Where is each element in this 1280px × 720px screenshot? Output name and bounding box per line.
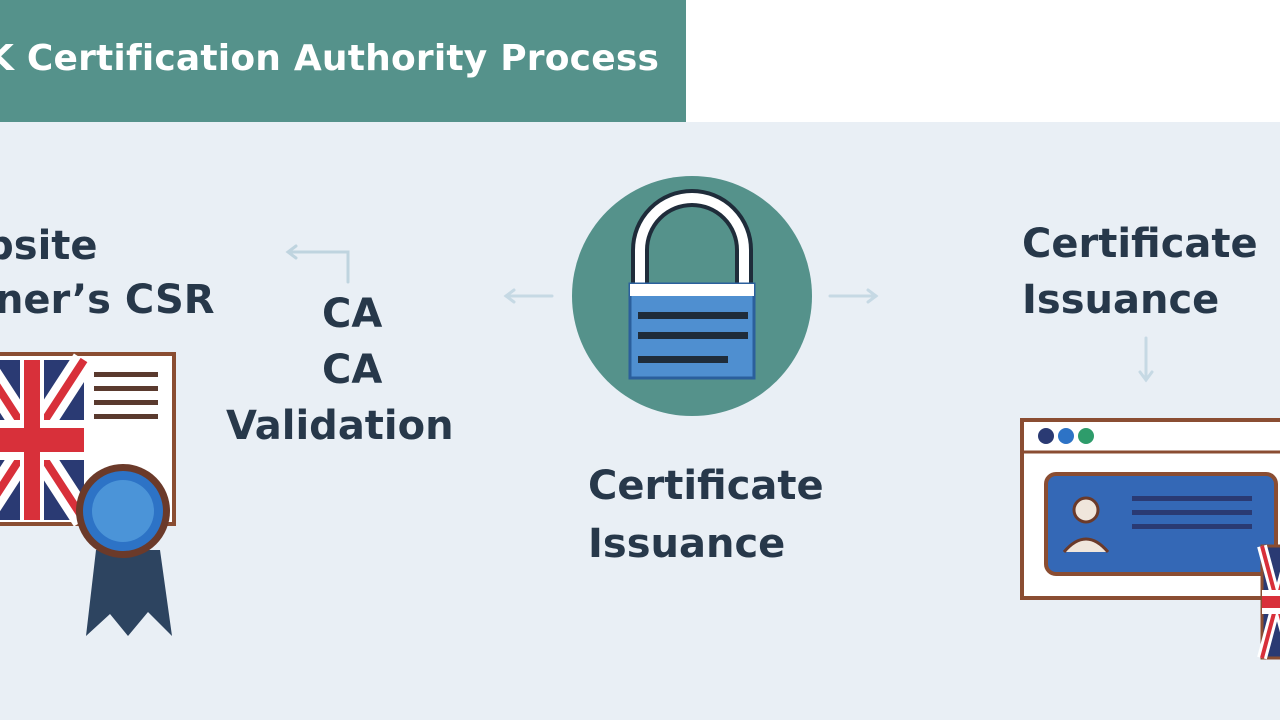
step-ca-line1: CA [322, 291, 383, 337]
step-website-owner-line2: wner’s CSR [0, 277, 215, 323]
header-band: K Certification Authority Process [0, 0, 686, 122]
step-ca-validation: Validation [226, 403, 454, 449]
uk-flag-icon [0, 353, 95, 527]
ribbon-seal-icon [76, 464, 172, 636]
step-right-line2: Issuance [1022, 277, 1220, 323]
arrow-center-right-icon [828, 288, 879, 304]
page-title: K Certification Authority Process [0, 38, 660, 79]
padlock-icon [572, 176, 812, 416]
step-center-line1: Certificate [588, 463, 824, 509]
arrow-right-down-icon [1138, 336, 1154, 383]
certificate-icon [0, 352, 176, 636]
arrow-top-left-icon [285, 244, 350, 284]
arrow-center-left-icon [503, 288, 554, 304]
uk-flag-icon [1257, 544, 1280, 660]
step-website-owner-line1: ebsite [0, 223, 98, 269]
step-ca-line2: CA [322, 347, 383, 393]
step-right-line1: Certificate [1022, 221, 1258, 267]
browser-window-icon [1020, 418, 1280, 660]
step-center-line2: Issuance [588, 521, 786, 567]
id-card-icon [1044, 472, 1278, 576]
